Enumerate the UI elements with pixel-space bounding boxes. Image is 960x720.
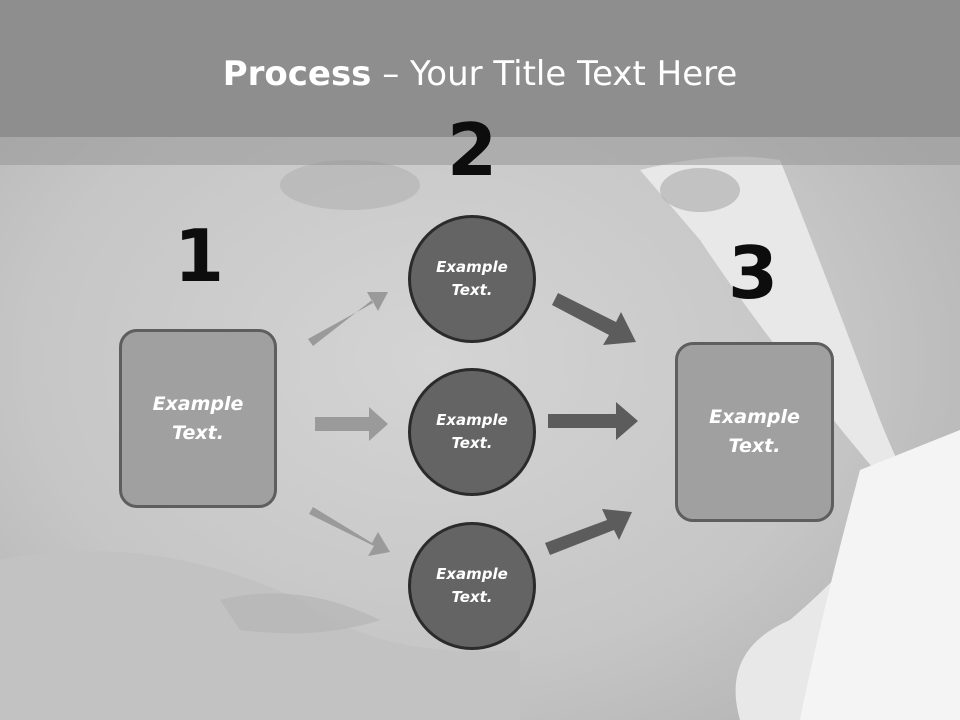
arrow-1-to-2a	[308, 292, 388, 346]
step-2-circle-bottom-text: Example Text.	[436, 565, 508, 606]
step-3-text: Example Text.	[709, 406, 800, 457]
step-2-circle-top: Example Text.	[408, 215, 536, 343]
step-1-text: Example Text.	[152, 392, 244, 444]
title-rest: – Your Title Text Here	[371, 54, 738, 94]
title-bold: Process	[222, 54, 372, 94]
arrow-1-to-2c	[309, 507, 390, 556]
step-3-box: Example Text.	[675, 342, 834, 522]
step-number-2: 2	[446, 108, 498, 192]
slide-title: Process – Your Title Text Here	[0, 52, 960, 96]
step-1-box: Example Text.	[119, 329, 277, 508]
arrow-1-to-2b	[315, 407, 388, 441]
title-band	[0, 0, 960, 137]
step-2-circle-top-text: Example Text.	[436, 258, 508, 299]
step-2-circle-middle: Example Text.	[408, 368, 536, 496]
step-number-3: 3	[727, 231, 779, 315]
arrow-2c-to-3	[545, 509, 632, 555]
title-band-shadow	[0, 137, 960, 165]
arrow-2a-to-3	[552, 293, 636, 345]
arrow-2b-to-3	[548, 402, 638, 440]
step-2-circle-bottom: Example Text.	[408, 522, 536, 650]
step-number-1: 1	[173, 214, 225, 298]
step-2-circle-middle-text: Example Text.	[436, 411, 508, 452]
